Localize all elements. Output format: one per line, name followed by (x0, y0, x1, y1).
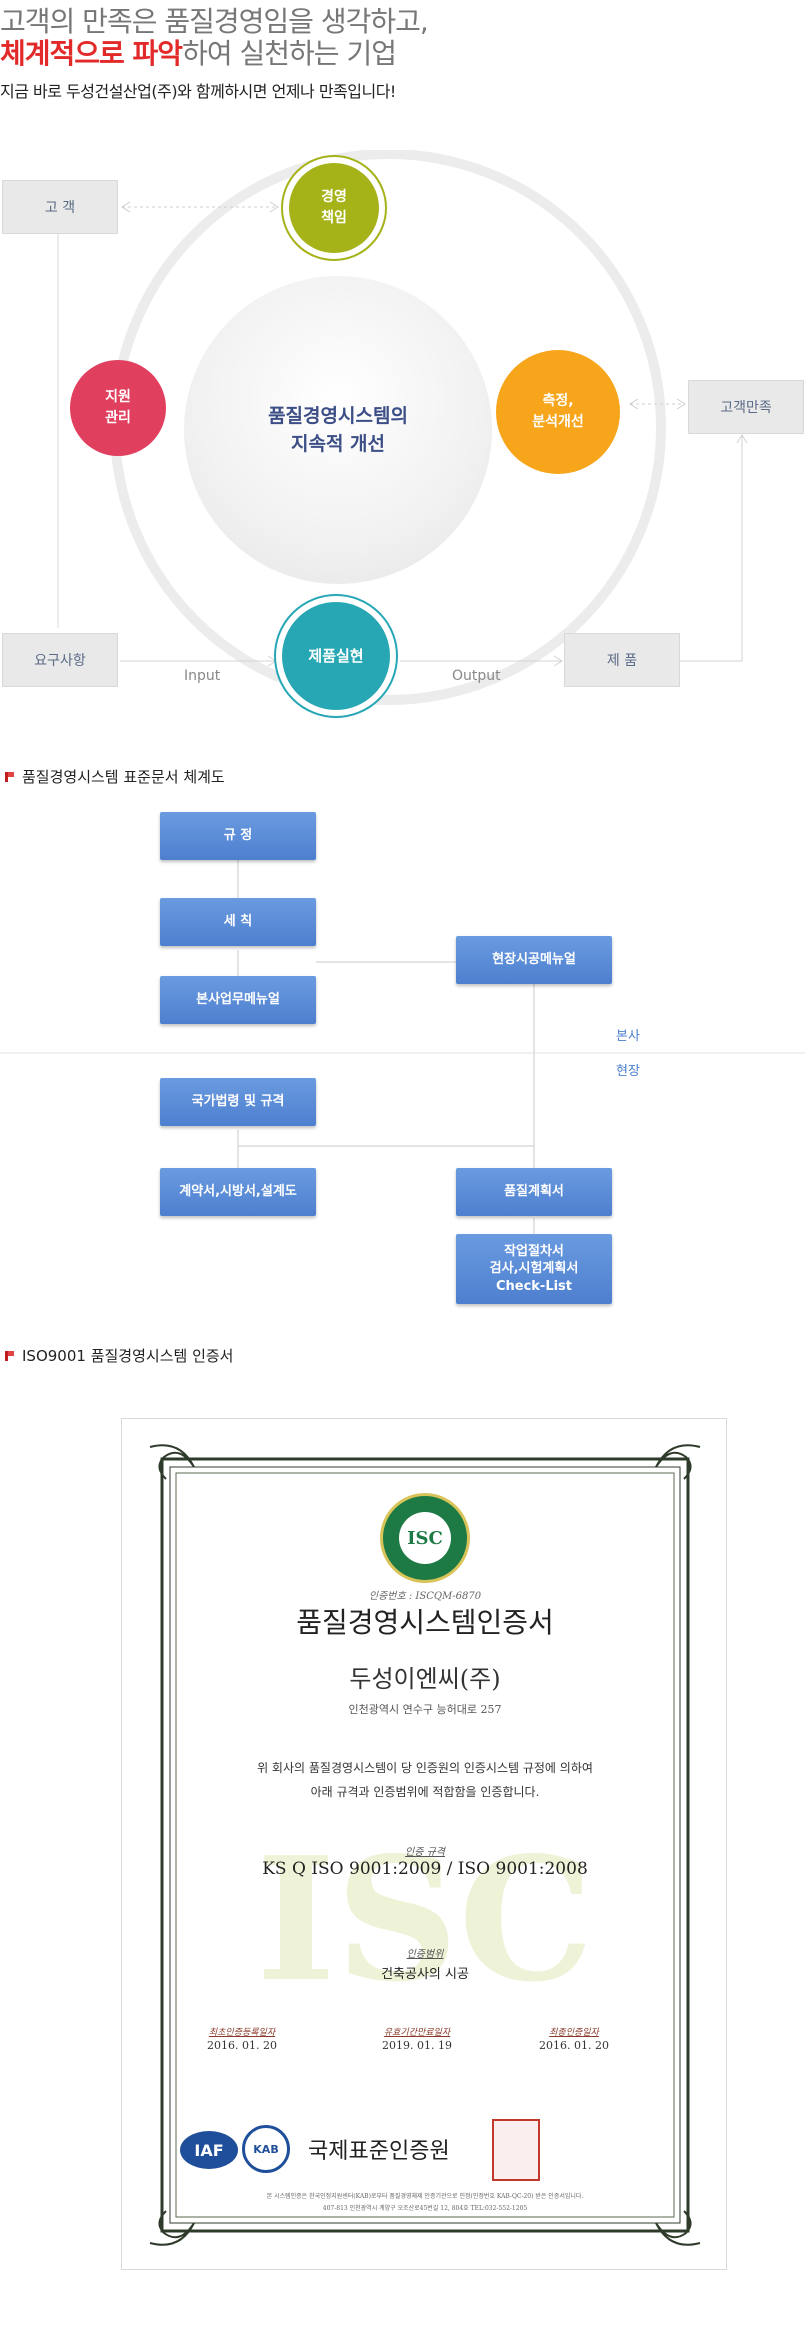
isc-seal-inner: ISC (399, 1512, 451, 1564)
org-box-rule: 규 정 (160, 812, 316, 860)
box-customer: 고 객 (2, 180, 118, 234)
box-product: 제 품 (564, 633, 680, 687)
kab-logo: KAB (242, 2125, 290, 2173)
cert-company: 두성이엔씨(주) (349, 1665, 501, 1693)
org-work-line1: 작업절차서 (504, 1243, 564, 1259)
isc-seal: ISC (380, 1493, 470, 1583)
cert-issuer: 국제표준인증원 (308, 2139, 450, 2164)
org-box-contract: 계약서,시방서,설계도 (160, 1168, 316, 1216)
org-box-detail: 세 칙 (160, 898, 316, 946)
org-connectors (0, 860, 805, 1234)
cert-footer-line1: 본 시스템인증은 한국인정지원센터(KAB)로부터 품질경영체제 인증기관으로 … (266, 2193, 584, 2200)
flag-icon (5, 1351, 14, 1361)
headline-subline: 지금 바로 두성건설산업(주)와 함께하시면 언제나 만족입니다! (0, 82, 396, 101)
cycle-center-line1: 품질경영시스템의 (268, 404, 408, 427)
cycle-top-line2: 책임 (321, 210, 347, 226)
cert-scope: 건축공사의 시공 (381, 1967, 469, 1982)
cert-footer-line2: 407-813 인천광역시 계양구 오조산로45번길 12, 804호 TEL:… (322, 2205, 528, 2212)
cert-title: 품질경영시스템인증서 (296, 1606, 554, 1639)
cert-standard: KS Q ISO 9001:2009 / ISO 9001:2008 (262, 1859, 588, 1879)
cert-statement-line2: 아래 규격과 인증범위에 적합함을 인증합니다. (310, 1785, 540, 1799)
label-hq: 본사 (616, 1029, 640, 1044)
cycle-left-line2: 관리 (105, 410, 131, 426)
cert-date-expiry: 2019. 01. 19 (382, 2039, 452, 2052)
cert-date-label-initial: 최초인증등록일자 (208, 2028, 276, 2038)
cert-statement-line1: 위 회사의 품질경영시스템이 당 인증원의 인증시스템 규정에 의하여 (257, 1761, 593, 1775)
cycle-management-circle: 경영 책임 (289, 163, 379, 253)
certificate-border: ISC (149, 1444, 701, 2246)
org-work-line2: 검사,시험계획서 (489, 1261, 579, 1277)
red-seal-stamp (492, 2119, 540, 2181)
cycle-realization-circle: 제품실현 (282, 602, 390, 710)
cert-date-initial: 2016. 01. 20 (207, 2039, 277, 2052)
headline-line1: 고객의 만족은 품질경영임을 생각하고, (0, 5, 429, 38)
cert-date-label-expiry: 유효기간만료일자 (383, 2028, 451, 2038)
cert-standard-label: 인증 규격 (405, 1847, 445, 1858)
watermark-isc: ISC (256, 1820, 594, 2020)
org-box-work-docs: 작업절차서 검사,시험계획서 Check-List (456, 1234, 612, 1304)
cycle-right-line2: 분석개선 (532, 414, 584, 430)
box-satisfaction: 고객만족 (688, 380, 804, 434)
cycle-top-ring: 경영 책임 (281, 155, 387, 261)
cycle-center-line2: 지속적 개선 (290, 433, 385, 455)
org-box-law: 국가법령 및 규격 (160, 1078, 316, 1126)
cert-date-latest: 2016. 01. 20 (539, 2039, 609, 2052)
section-title-certificate: ISO9001 품질경영시스템 인증서 (5, 1345, 233, 1366)
cycle-bottom-ring: 제품실현 (274, 594, 398, 718)
org-box-hq-manual: 본사업무메뉴얼 (160, 976, 316, 1024)
headline-line2: 체계적으로 파악하여 실천하는 기업 (0, 32, 397, 72)
section-title-document-system: 품질경영시스템 표준문서 체계도 (5, 766, 225, 787)
cycle-left-line1: 지원 (105, 389, 131, 405)
label-input: Input (184, 668, 221, 684)
cycle-support-circle: 지원 관리 (70, 360, 166, 456)
org-box-site-manual: 현장시공메뉴얼 (456, 936, 612, 984)
cert-number: 인증번호 : ISCQM-6870 (368, 1591, 482, 1602)
cert-date-label-latest: 최종인증일자 (549, 2028, 599, 2038)
headline-highlight: 체계적으로 파악 (0, 37, 183, 70)
label-output: Output (452, 668, 501, 684)
section-title-text: ISO9001 품질경영시스템 인증서 (22, 1347, 234, 1365)
certificate-frame: ISC ISC 인증번호 : ISCQM-6870 품질경영시스템인증서 두성이… (121, 1418, 727, 2270)
flag-icon (5, 772, 14, 782)
label-site: 현장 (616, 1064, 640, 1079)
cert-address: 인천광역시 연수구 능허대로 257 (348, 1703, 502, 1716)
org-box-quality-plan: 품질계획서 (456, 1168, 612, 1216)
headline-rest: 하여 실천하는 기업 (182, 37, 397, 70)
cycle-measure-circle: 측정, 분석개선 (496, 350, 620, 474)
cycle-right-line1: 측정, (542, 393, 574, 409)
cycle-center: 품질경영시스템의 지속적 개선 (184, 276, 492, 584)
iaf-logo: IAF (180, 2131, 238, 2169)
cycle-top-line1: 경영 (321, 189, 347, 205)
box-requirements: 요구사항 (2, 633, 118, 687)
org-work-line3: Check-List (495, 1278, 573, 1294)
section-title-text: 품질경영시스템 표준문서 체계도 (22, 768, 225, 786)
cert-scope-label: 인증범위 (406, 1949, 444, 1960)
